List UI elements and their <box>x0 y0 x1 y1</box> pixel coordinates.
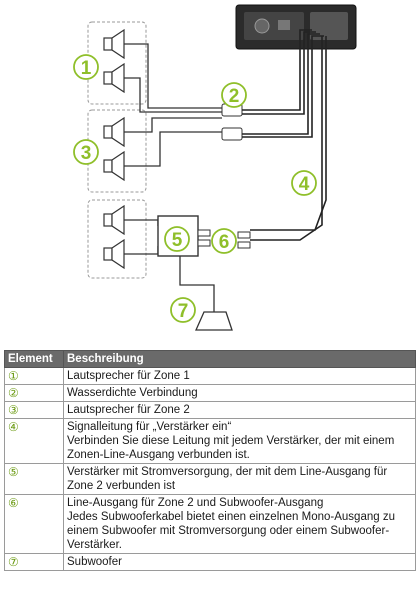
table-row: ④ Signalleitung für „Verstärker ein“ Ver… <box>4 418 416 464</box>
element-description: Lautsprecher für Zone 1 <box>63 367 416 385</box>
callout-5: 5 <box>164 226 190 252</box>
legend-table: Element Beschreibung ① Lautsprecher für … <box>4 350 416 571</box>
table-row: ① Lautsprecher für Zone 1 <box>4 367 416 385</box>
element-number: ⑤ <box>4 463 64 495</box>
table-row: ③ Lautsprecher für Zone 2 <box>4 401 416 419</box>
element-number: ④ <box>4 418 64 464</box>
element-number: ③ <box>4 401 64 419</box>
svg-text:1: 1 <box>81 58 92 79</box>
element-description: Verstärker mit Stromversorgung, der mit … <box>63 463 416 495</box>
element-number: ⑥ <box>4 494 64 554</box>
callout-2: 2 <box>221 82 247 108</box>
svg-text:2: 2 <box>229 86 240 107</box>
element-description: Subwoofer <box>63 553 416 571</box>
waterproof-connector-icon <box>221 103 243 141</box>
svg-text:7: 7 <box>178 301 189 322</box>
callout-1: 1 <box>73 54 99 80</box>
table-row: ⑥ Line-Ausgang für Zone 2 und Subwoofer-… <box>4 494 416 554</box>
table-row: ⑦ Subwoofer <box>4 553 416 571</box>
svg-text:5: 5 <box>172 230 183 251</box>
rca-connector-icon <box>197 229 251 249</box>
element-number: ② <box>4 384 64 402</box>
stereo-head-unit <box>235 4 357 50</box>
table-row: ⑤ Verstärker mit Stromversorgung, der mi… <box>4 463 416 495</box>
header-description: Beschreibung <box>63 350 416 368</box>
wiring-diagram: 1 2 3 4 5 6 7 <box>73 4 357 331</box>
subwoofer-icon <box>194 311 233 331</box>
element-description: Wasserdichte Verbindung <box>63 384 416 402</box>
callout-4: 4 <box>291 170 317 196</box>
zone1-group-box <box>87 21 147 105</box>
speaker-icon <box>103 28 125 270</box>
svg-text:4: 4 <box>299 174 310 195</box>
element-number: ① <box>4 367 64 385</box>
svg-text:3: 3 <box>81 143 92 164</box>
table-header-row: Element Beschreibung <box>4 350 416 368</box>
amp-speaker-group-box <box>87 199 147 279</box>
main-harness <box>242 29 327 241</box>
zone2-group-box <box>87 109 147 193</box>
subwoofer-wire <box>179 256 215 312</box>
callout-7: 7 <box>170 297 196 323</box>
element-description: Line-Ausgang für Zone 2 und Subwoofer-Au… <box>63 494 416 554</box>
callout-6: 6 <box>211 228 237 254</box>
table-row: ② Wasserdichte Verbindung <box>4 384 416 402</box>
element-description: Lautsprecher für Zone 2 <box>63 401 416 419</box>
svg-text:6: 6 <box>219 232 230 253</box>
element-description: Signalleitung für „Verstärker ein“ Verbi… <box>63 418 416 464</box>
callout-3: 3 <box>73 139 99 165</box>
element-number: ⑦ <box>4 553 64 571</box>
header-element: Element <box>4 350 64 368</box>
